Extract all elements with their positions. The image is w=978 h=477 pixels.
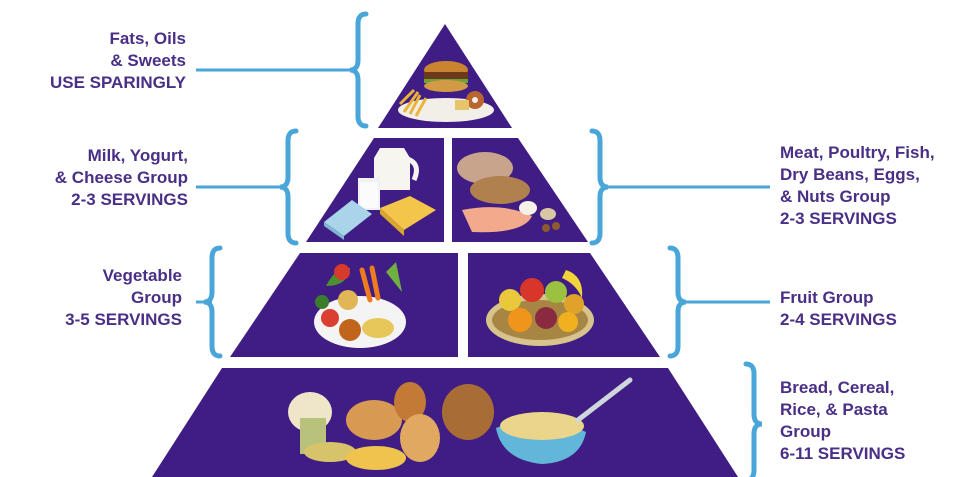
bracket-vegetable xyxy=(203,245,223,359)
bread-cereal-image xyxy=(288,377,633,470)
label-bread-line-4: 6-11 SERVINGS xyxy=(780,444,906,463)
label-milk-line-2: & Cheese Group xyxy=(54,168,188,187)
vegetable-basket-image xyxy=(314,262,406,348)
label-fats-line-3: USE SPARINGLY xyxy=(49,73,186,92)
label-meat-line-1: Meat, Poultry, Fish, xyxy=(780,143,935,162)
bracket-milk xyxy=(279,128,299,246)
connector-lines xyxy=(196,68,770,304)
label-meat-line-2: Dry Beans, Eggs, xyxy=(780,165,920,184)
label-vegetable-line-1: Vegetable xyxy=(102,266,182,285)
bracket-meat xyxy=(589,128,609,246)
label-milk-line-1: Milk, Yogurt, xyxy=(87,146,188,165)
label-fruit-line-1: Fruit Group xyxy=(780,288,874,307)
label-vegetable-line-2: Group xyxy=(131,288,182,307)
label-bread-line-1: Bread, Cereal, xyxy=(780,378,895,397)
label-fats-line-2: & Sweets xyxy=(110,51,186,70)
label-bread-group: Bread, Cereal, Rice, & Pasta Group 6-11 … xyxy=(780,377,978,465)
label-milk-group: Milk, Yogurt, & Cheese Group 2-3 SERVING… xyxy=(0,145,188,211)
fast-food-image xyxy=(398,61,494,122)
label-fats-line-1: Fats, Oils xyxy=(109,29,186,48)
label-fruit-line-2: 2-4 SERVINGS xyxy=(780,310,897,329)
bracket-fats xyxy=(349,11,369,129)
label-meat-group: Meat, Poultry, Fish, Dry Beans, Eggs, & … xyxy=(780,142,978,230)
dairy-image xyxy=(324,148,436,240)
label-fruit-group: Fruit Group 2-4 SERVINGS xyxy=(780,287,978,331)
label-bread-line-3: Group xyxy=(780,422,831,441)
meat-image xyxy=(457,152,560,233)
label-vegetable-line-3: 3-5 SERVINGS xyxy=(65,310,182,329)
label-milk-line-3: 2-3 SERVINGS xyxy=(71,190,188,209)
bracket-bread xyxy=(743,361,763,477)
fruit-bowl-image xyxy=(486,270,594,346)
label-fats-oils-sweets: Fats, Oils & Sweets USE SPARINGLY xyxy=(0,28,186,94)
bracket-fruit xyxy=(667,245,687,359)
label-meat-line-3: & Nuts Group xyxy=(780,187,891,206)
label-meat-line-4: 2-3 SERVINGS xyxy=(780,209,897,228)
label-vegetable-group: Vegetable Group 3-5 SERVINGS xyxy=(0,265,182,331)
label-bread-line-2: Rice, & Pasta xyxy=(780,400,888,419)
